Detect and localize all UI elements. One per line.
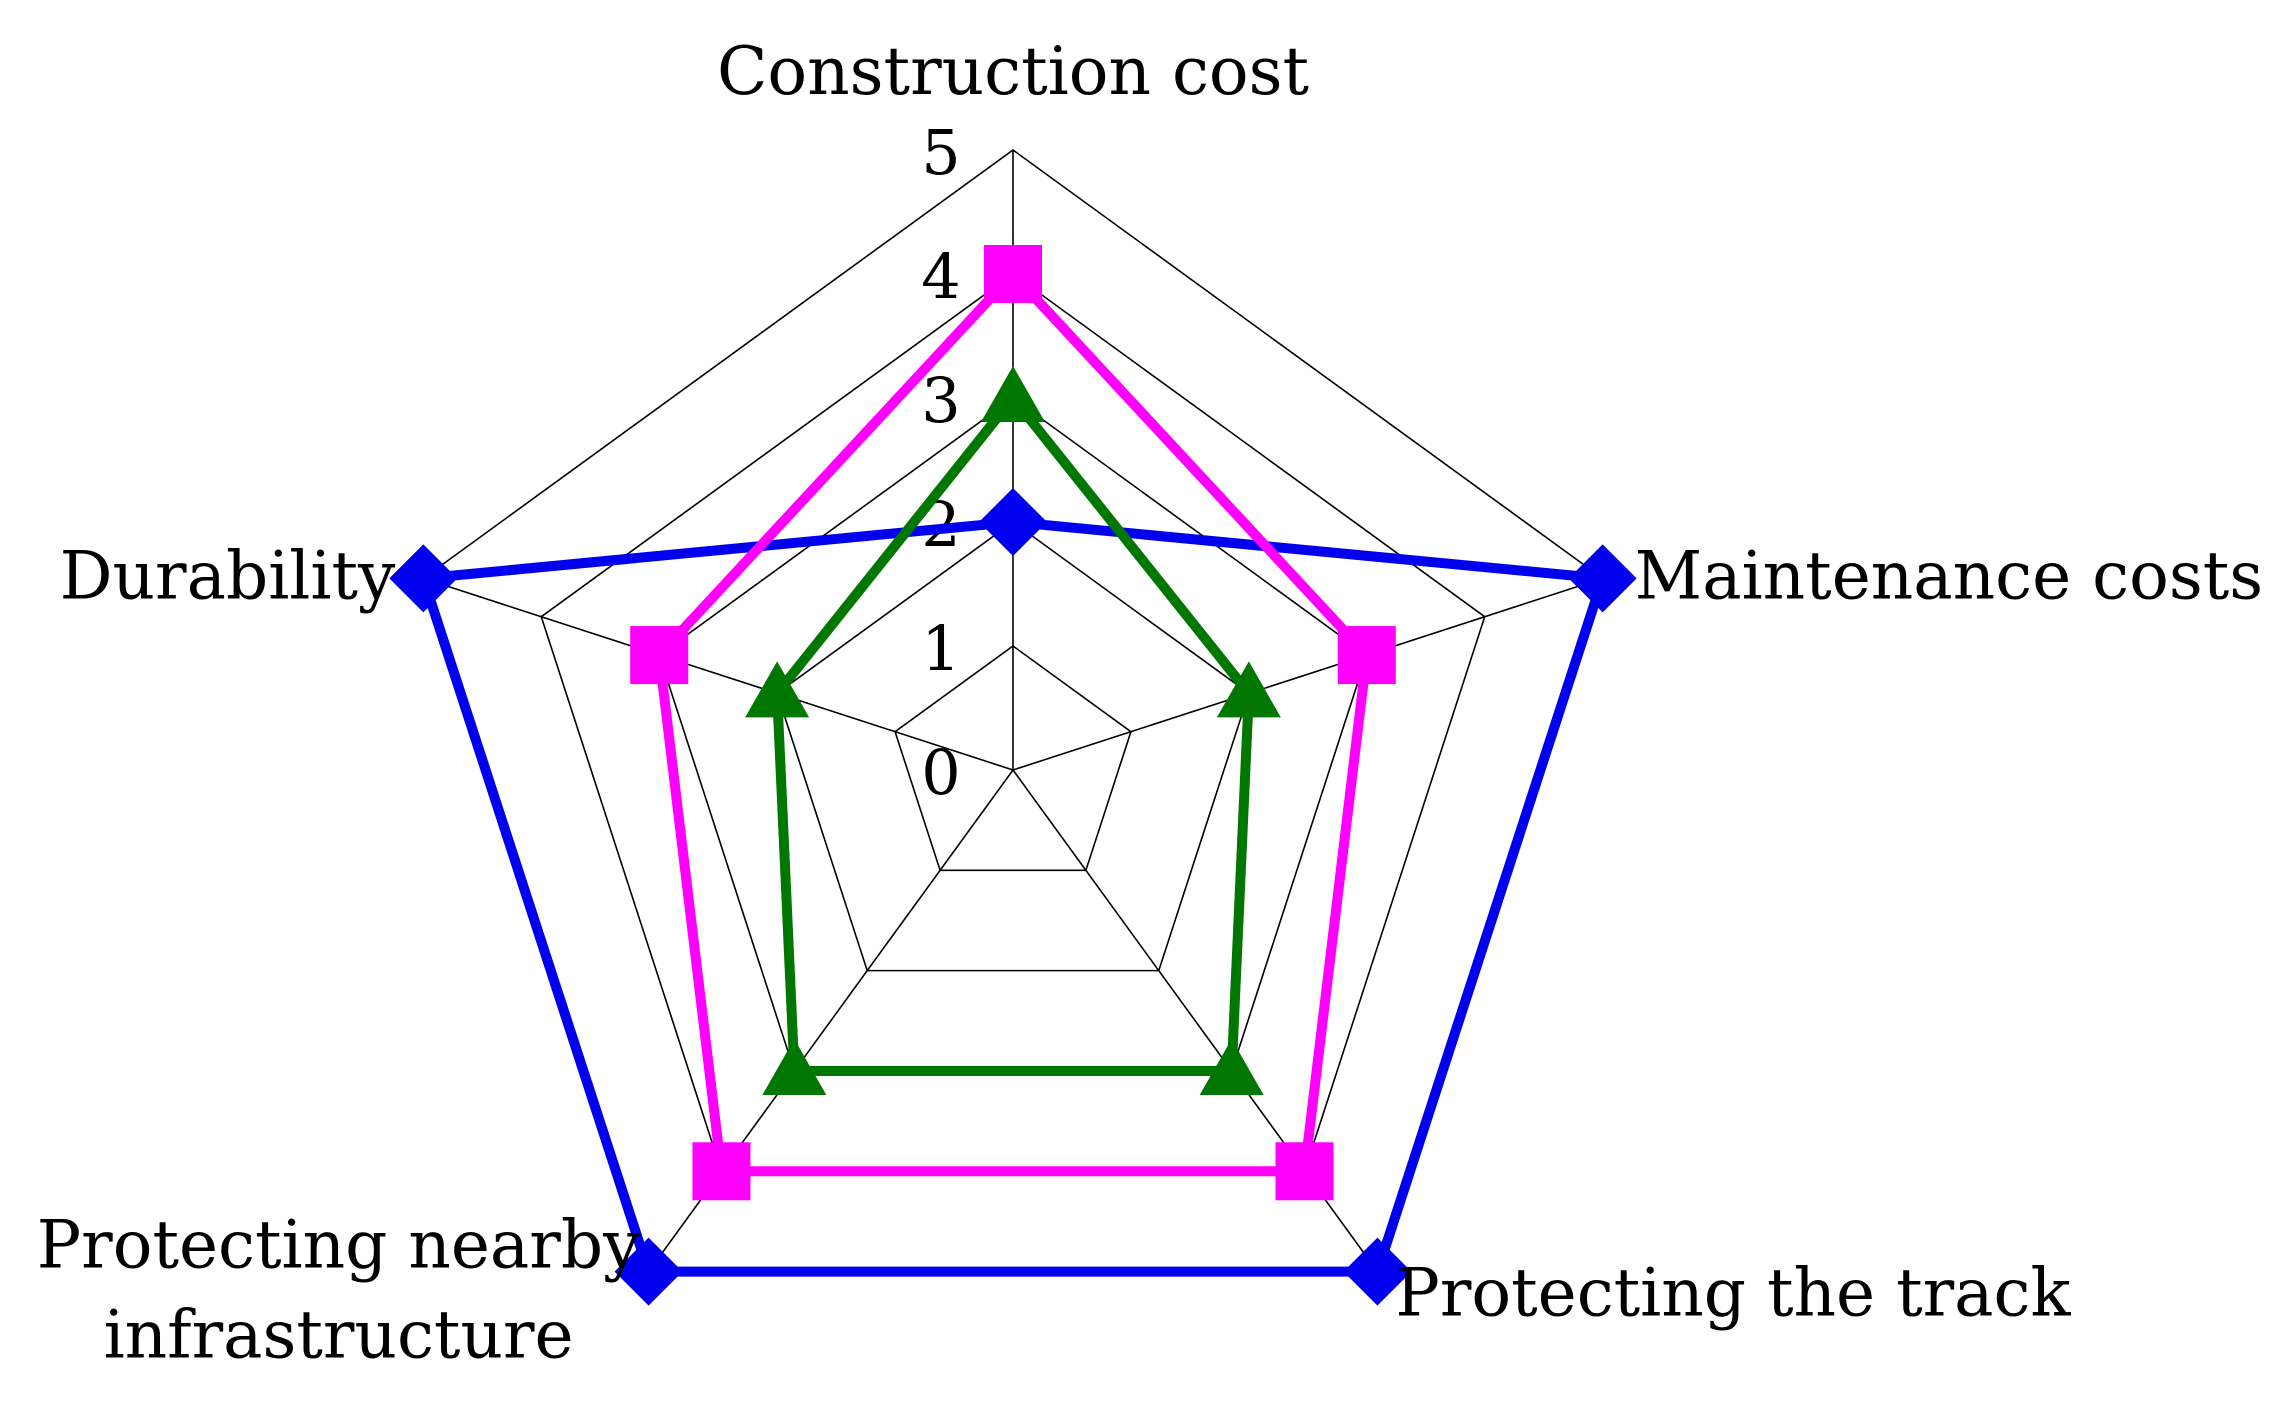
tick-label: 4 — [921, 240, 960, 313]
data-point-diamond — [979, 488, 1047, 556]
data-point-triangle — [1216, 661, 1281, 718]
tick-label: 3 — [921, 364, 960, 437]
grid-ring-2 — [776, 521, 1250, 972]
series-2 — [745, 366, 1281, 1095]
data-point-square — [1337, 626, 1396, 685]
data-point-diamond — [614, 1237, 683, 1306]
data-point-square — [692, 1142, 751, 1201]
tick-label: 5 — [921, 116, 960, 189]
tick-label: 1 — [921, 612, 960, 685]
grid-spoke-1 — [1012, 577, 1603, 771]
radar-grid — [422, 149, 1604, 1273]
series-line — [416, 516, 1610, 1277]
data-point-triangle — [762, 1038, 827, 1095]
grid-ring-1 — [894, 645, 1132, 872]
tick-label: 0 — [921, 736, 960, 809]
series-1 — [630, 245, 1396, 1201]
data-point-square — [984, 245, 1042, 303]
data-point-square — [630, 626, 689, 685]
data-point-square — [1275, 1142, 1334, 1201]
data-point-triangle — [745, 661, 810, 718]
axis-label: Durability — [60, 537, 396, 614]
series-line — [653, 266, 1373, 1177]
axis-label: Protecting the track — [1395, 1255, 2071, 1332]
axis-label-line: infrastructure — [104, 1297, 574, 1374]
data-point-triangle — [981, 366, 1045, 422]
series-line — [772, 389, 1254, 1076]
data-point-diamond — [1568, 544, 1637, 613]
grid-spoke-4 — [423, 577, 1014, 771]
data-point-triangle — [1199, 1038, 1264, 1095]
data-point-diamond — [1343, 1237, 1412, 1306]
data-series — [389, 245, 1637, 1306]
axis-label: Protecting nearby infrastructure — [37, 1207, 641, 1374]
data-point-diamond — [389, 544, 458, 613]
axis-label-line: Protecting nearby — [37, 1207, 641, 1284]
axis-label: Construction cost — [717, 33, 1309, 110]
axis-label: Maintenance costs — [1635, 537, 2263, 614]
series-0 — [389, 488, 1637, 1306]
